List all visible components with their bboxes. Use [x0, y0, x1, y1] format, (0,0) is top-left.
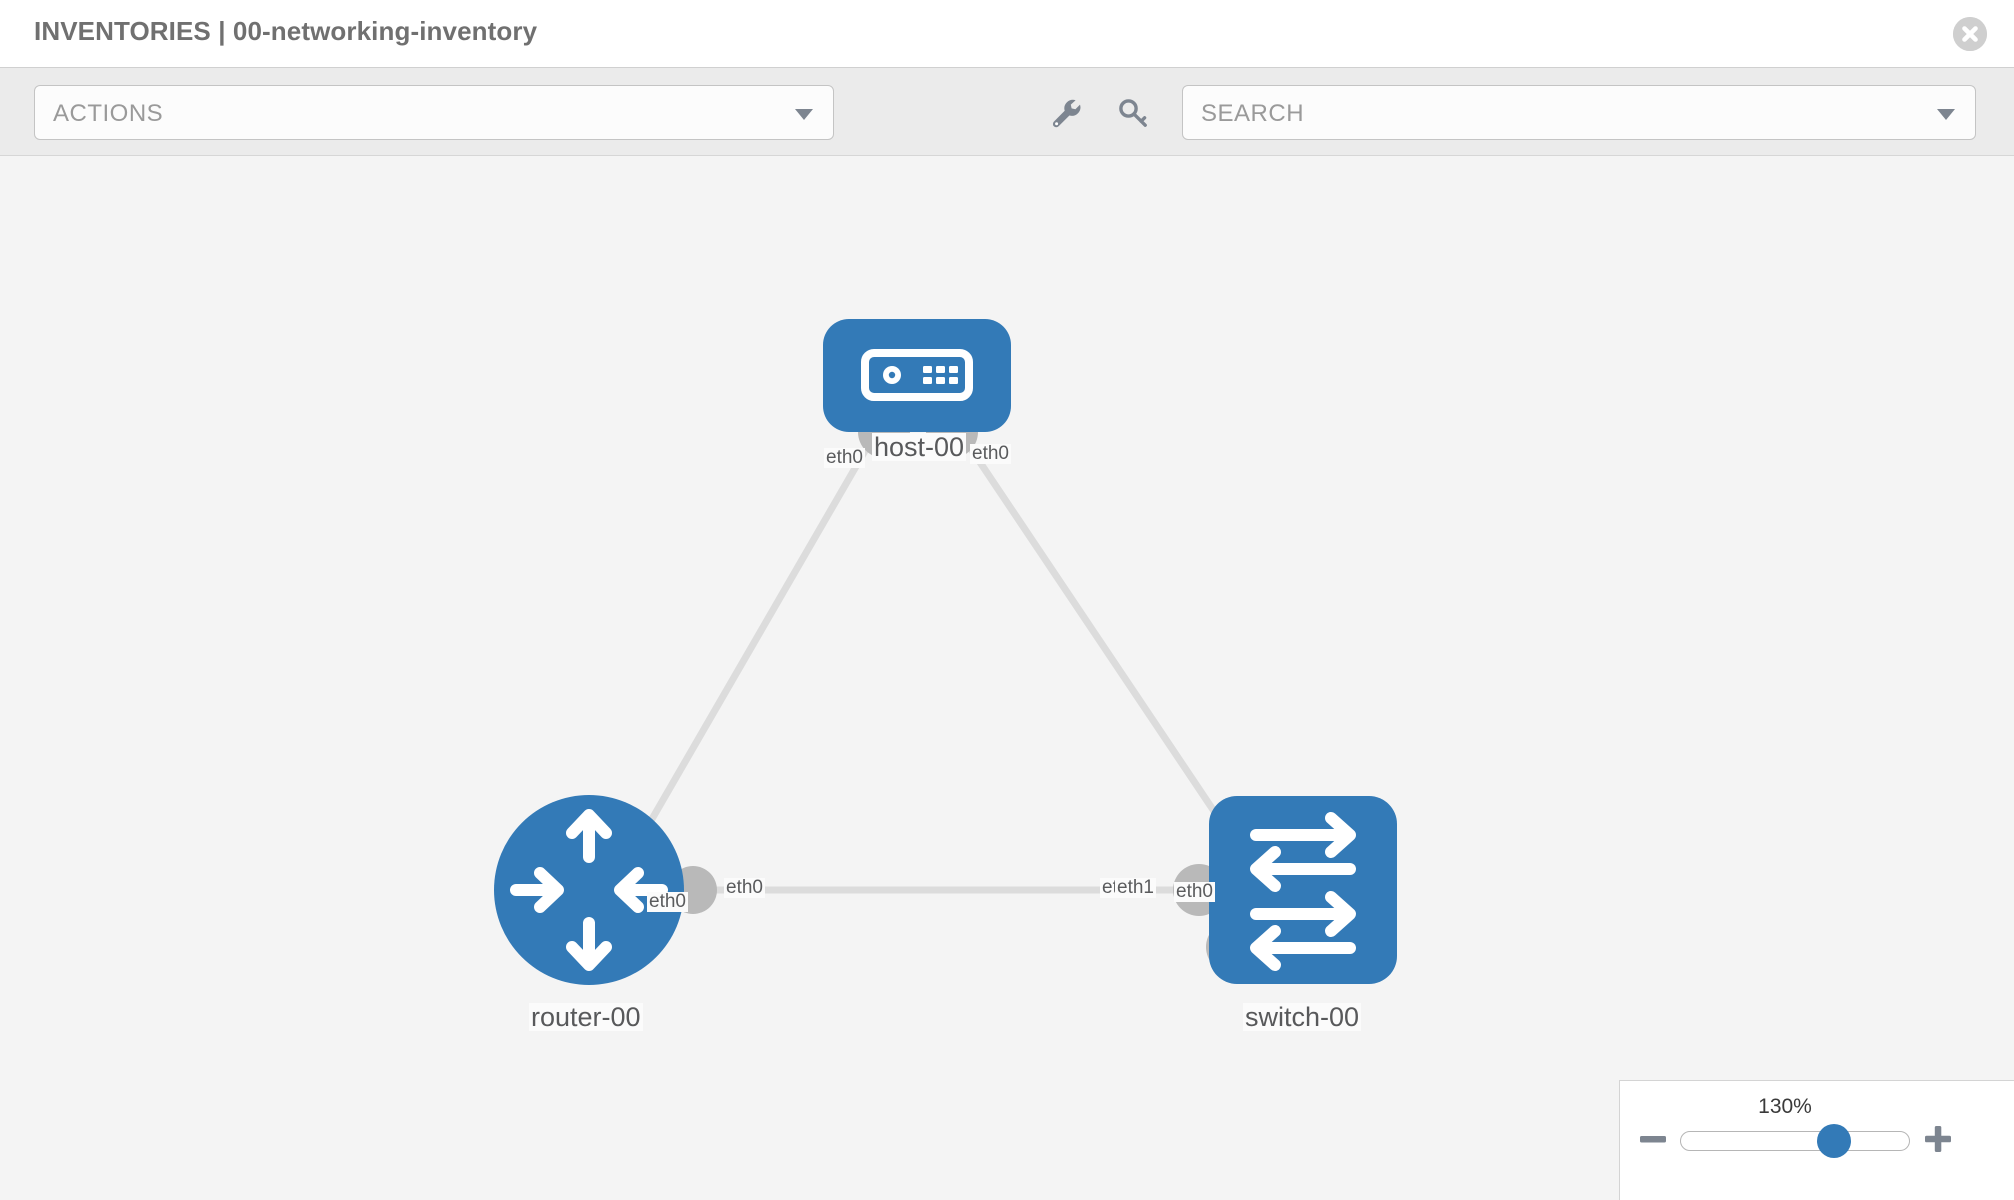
- node-label-host-00: host-00: [872, 432, 967, 462]
- node-router-00: [494, 795, 684, 985]
- server-icon: [861, 349, 973, 401]
- page-header: INVENTORIES | 00-networking-inventory: [0, 0, 2014, 68]
- toolbar: ACTIONS SEARCH: [0, 68, 2014, 156]
- close-icon[interactable]: [1953, 17, 1987, 51]
- zoom-slider[interactable]: [1680, 1131, 1910, 1151]
- topology-canvas[interactable]: host-00 router-00 switch-00 eth0 eth0 et…: [0, 157, 2014, 1200]
- node-switch-00: [1209, 796, 1397, 984]
- topology-edges: [589, 423, 1303, 894]
- zoom-control: 130%: [1619, 1080, 2014, 1200]
- search-input[interactable]: SEARCH: [1182, 85, 1976, 140]
- iface-label-switch00-up: eth0: [1174, 881, 1215, 902]
- actions-dropdown-label: ACTIONS: [53, 100, 164, 127]
- iface-label-host00-right: eth0: [970, 443, 1011, 464]
- wrench-icon[interactable]: [1046, 93, 1086, 133]
- topology-graph: [494, 319, 1397, 985]
- node-host-00: [823, 319, 1011, 432]
- zoom-percent-label: 130%: [1758, 1095, 1812, 1118]
- key-icon[interactable]: [1113, 93, 1153, 133]
- node-label-switch-00: switch-00: [1243, 1002, 1362, 1032]
- zoom-slider-thumb[interactable]: [1817, 1124, 1851, 1158]
- iface-label-router00-up: eth0: [647, 891, 688, 912]
- search-placeholder-label: SEARCH: [1201, 100, 1305, 127]
- iface-label-switch00-left: eth1: [1115, 877, 1156, 898]
- plus-icon[interactable]: [1923, 1124, 1953, 1154]
- iface-label-host00-left: eth0: [824, 447, 865, 468]
- minus-icon[interactable]: [1638, 1124, 1668, 1154]
- iface-label-router00-right: eth0: [724, 877, 765, 898]
- actions-dropdown[interactable]: ACTIONS: [34, 85, 834, 140]
- chevron-down-icon[interactable]: [1937, 109, 1955, 120]
- edge-host00-router00: [626, 423, 884, 859]
- router-arrows-icon: [510, 809, 668, 971]
- switch-arrows-icon: [1250, 812, 1356, 971]
- edge-host00-switch00: [952, 423, 1241, 849]
- chevron-down-icon: [795, 109, 813, 120]
- page-title: INVENTORIES | 00-networking-inventory: [34, 16, 538, 46]
- node-label-router-00: router-00: [529, 1002, 643, 1032]
